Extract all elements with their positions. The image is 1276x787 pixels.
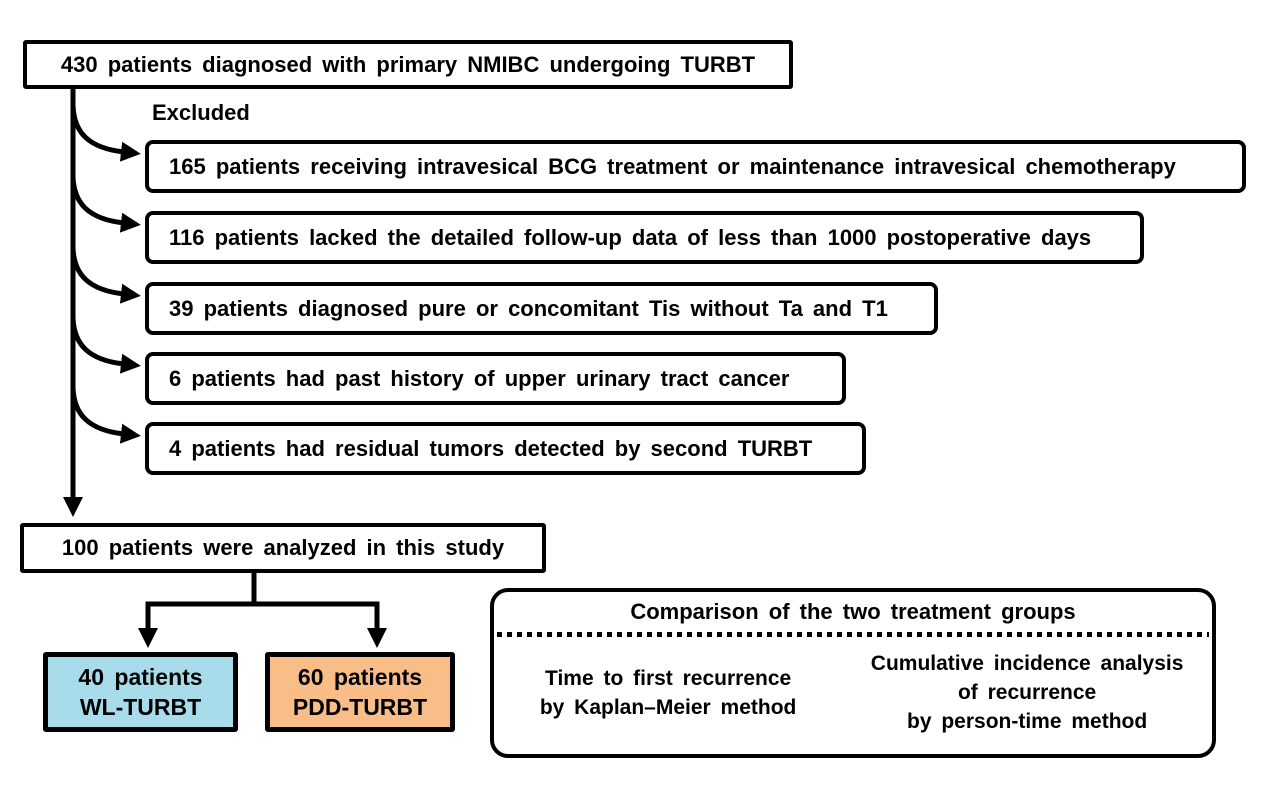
box-analyzed: 100 patients were analyzed in this study (20, 523, 546, 573)
method-kaplan-meier: Time to first recurrence by Kaplan–Meier… (494, 664, 842, 722)
total-patients-label: 430 patients diagnosed with primary NMIB… (60, 51, 756, 77)
box-exclusion-upper-tract: 6 patients had past history of upper uri… (145, 352, 846, 405)
box-group-wl-turbt: 40 patients WL-TURBT (43, 652, 238, 732)
method-line: Time to first recurrence (545, 666, 792, 690)
analyzed-label: 100 patients were analyzed in this study (61, 535, 505, 560)
exclusion-arrow-4 (70, 317, 141, 374)
box-exclusion-residual: 4 patients had residual tumors detected … (145, 422, 866, 475)
box-total-patients: 430 patients diagnosed with primary NMIB… (23, 40, 793, 89)
method-person-time: Cumulative incidence analysis of recurre… (842, 649, 1212, 736)
box-exclusion-bcg: 165 patients receiving intravesical BCG … (145, 140, 1246, 193)
dotted-divider (497, 632, 1209, 637)
comparison-body: Time to first recurrence by Kaplan–Meier… (494, 637, 1212, 754)
exclusion-arrow-3 (70, 247, 141, 304)
method-line: by Kaplan–Meier method (539, 695, 797, 719)
group-name: PDD-TURBT (292, 694, 428, 720)
exclusion-label: 116 patients lacked the detailed follow-… (169, 224, 1092, 250)
box-exclusion-followup: 116 patients lacked the detailed follow-… (145, 211, 1144, 264)
method-line: Cumulative incidence analysis (870, 652, 1184, 675)
exclusion-arrow-1 (70, 105, 141, 162)
box-group-pdd-turbt: 60 patients PDD-TURBT (265, 652, 455, 732)
exclusion-label: 6 patients had past history of upper uri… (169, 365, 790, 391)
box-comparison: Comparison of the two treatment groups T… (490, 588, 1216, 758)
box-exclusion-tis: 39 patients diagnosed pure or concomitan… (145, 282, 938, 335)
comparison-title: Comparison of the two treatment groups (630, 599, 1076, 624)
exclusion-label: 165 patients receiving intravesical BCG … (169, 153, 1176, 179)
exclusion-arrow-2 (70, 176, 141, 233)
group-count: 40 patients (78, 664, 203, 690)
group-count: 60 patients (297, 664, 423, 690)
method-line: by person-time method (907, 710, 1148, 733)
exclusion-label: 4 patients had residual tumors detected … (169, 435, 813, 461)
group-name: WL-TURBT (79, 694, 202, 720)
excluded-label: Excluded (152, 100, 250, 125)
method-line: of recurrence (957, 681, 1097, 704)
exclusion-label: 39 patients diagnosed pure or concomitan… (169, 295, 888, 321)
exclusion-arrow-5 (70, 387, 141, 444)
split-connector (145, 570, 380, 607)
